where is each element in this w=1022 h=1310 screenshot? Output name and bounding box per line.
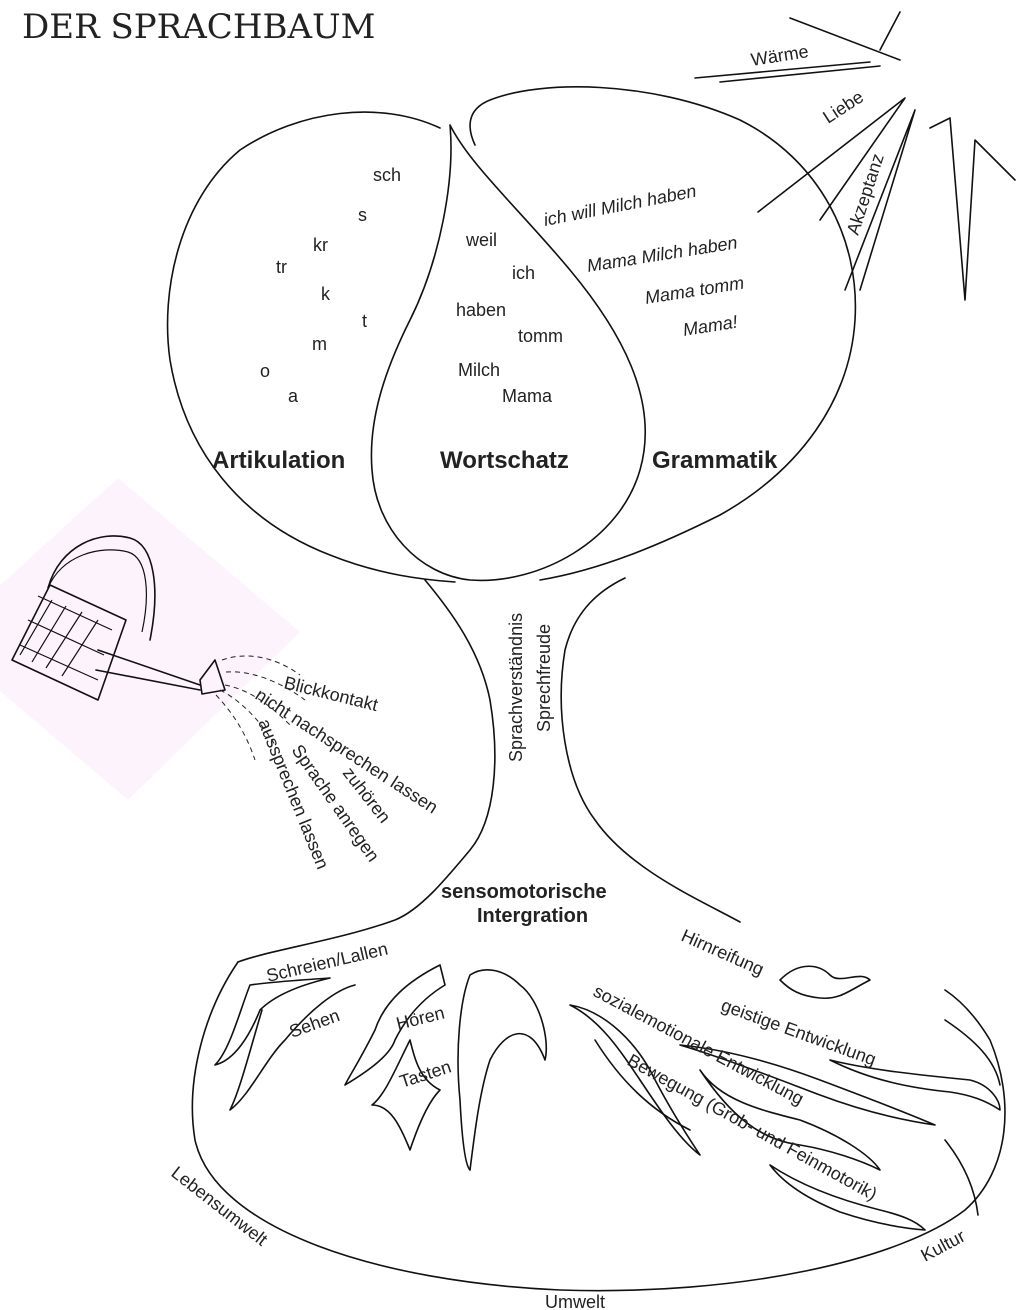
sound-k: k: [321, 284, 331, 304]
word-ich: ich: [512, 263, 535, 283]
sentence-2: Mama Milch haben: [585, 232, 738, 276]
crown-middle-drop: [371, 125, 645, 580]
label-grammatik: Grammatik: [652, 447, 778, 474]
sun-rays: [695, 12, 1015, 300]
env-lebensumwelt: Lebensumwelt: [168, 1162, 272, 1249]
sound-t: t: [362, 311, 367, 331]
page-title: DER SPRACHBAUM: [22, 7, 375, 47]
word-milch: Milch: [458, 360, 500, 380]
base-label-line1: sensomotorische: [441, 881, 607, 903]
label-wortschatz: Wortschatz: [440, 447, 569, 474]
root-label-sehen: Sehen: [287, 1005, 343, 1042]
trunk-label-sprechfreude: Sprechfreude: [534, 624, 554, 732]
sound-kr: kr: [313, 235, 328, 255]
trunk-right: [561, 578, 740, 922]
label-artikulation: Artikulation: [212, 447, 345, 474]
sound-sch: sch: [373, 165, 401, 185]
ray-label-liebe: Liebe: [819, 87, 867, 128]
trunk-label-sprachverstaendnis: Sprachverständnis: [506, 613, 526, 762]
base-label-line2: Intergration: [477, 905, 588, 927]
sound-tr: tr: [276, 257, 287, 277]
root-label-tasten: Tasten: [397, 1056, 454, 1091]
sentence-4: Mama!: [681, 312, 738, 340]
sound-s: s: [358, 205, 367, 225]
word-haben: haben: [456, 300, 506, 320]
root-label-hirnreifung: Hirnreifung: [678, 925, 767, 979]
word-weil: weil: [465, 230, 497, 250]
sound-m: m: [312, 334, 327, 354]
ground-arc: [192, 962, 1005, 1291]
sentence-1: ich will Milch haben: [542, 181, 698, 230]
root-label-hoeren: Hören: [394, 1003, 446, 1034]
word-tomm: tomm: [518, 326, 563, 346]
env-kultur: Kultur: [917, 1226, 968, 1266]
word-mama: Mama: [502, 386, 553, 406]
env-umwelt: Umwelt: [545, 1292, 605, 1310]
ray-label-akzeptanz: Akzeptanz: [843, 151, 888, 237]
sound-o: o: [260, 361, 270, 381]
sound-a: a: [288, 386, 299, 406]
ray-label-waerme: Wärme: [749, 41, 809, 70]
roots-left: [215, 965, 546, 1170]
sentence-3: Mama tomm: [643, 273, 745, 308]
